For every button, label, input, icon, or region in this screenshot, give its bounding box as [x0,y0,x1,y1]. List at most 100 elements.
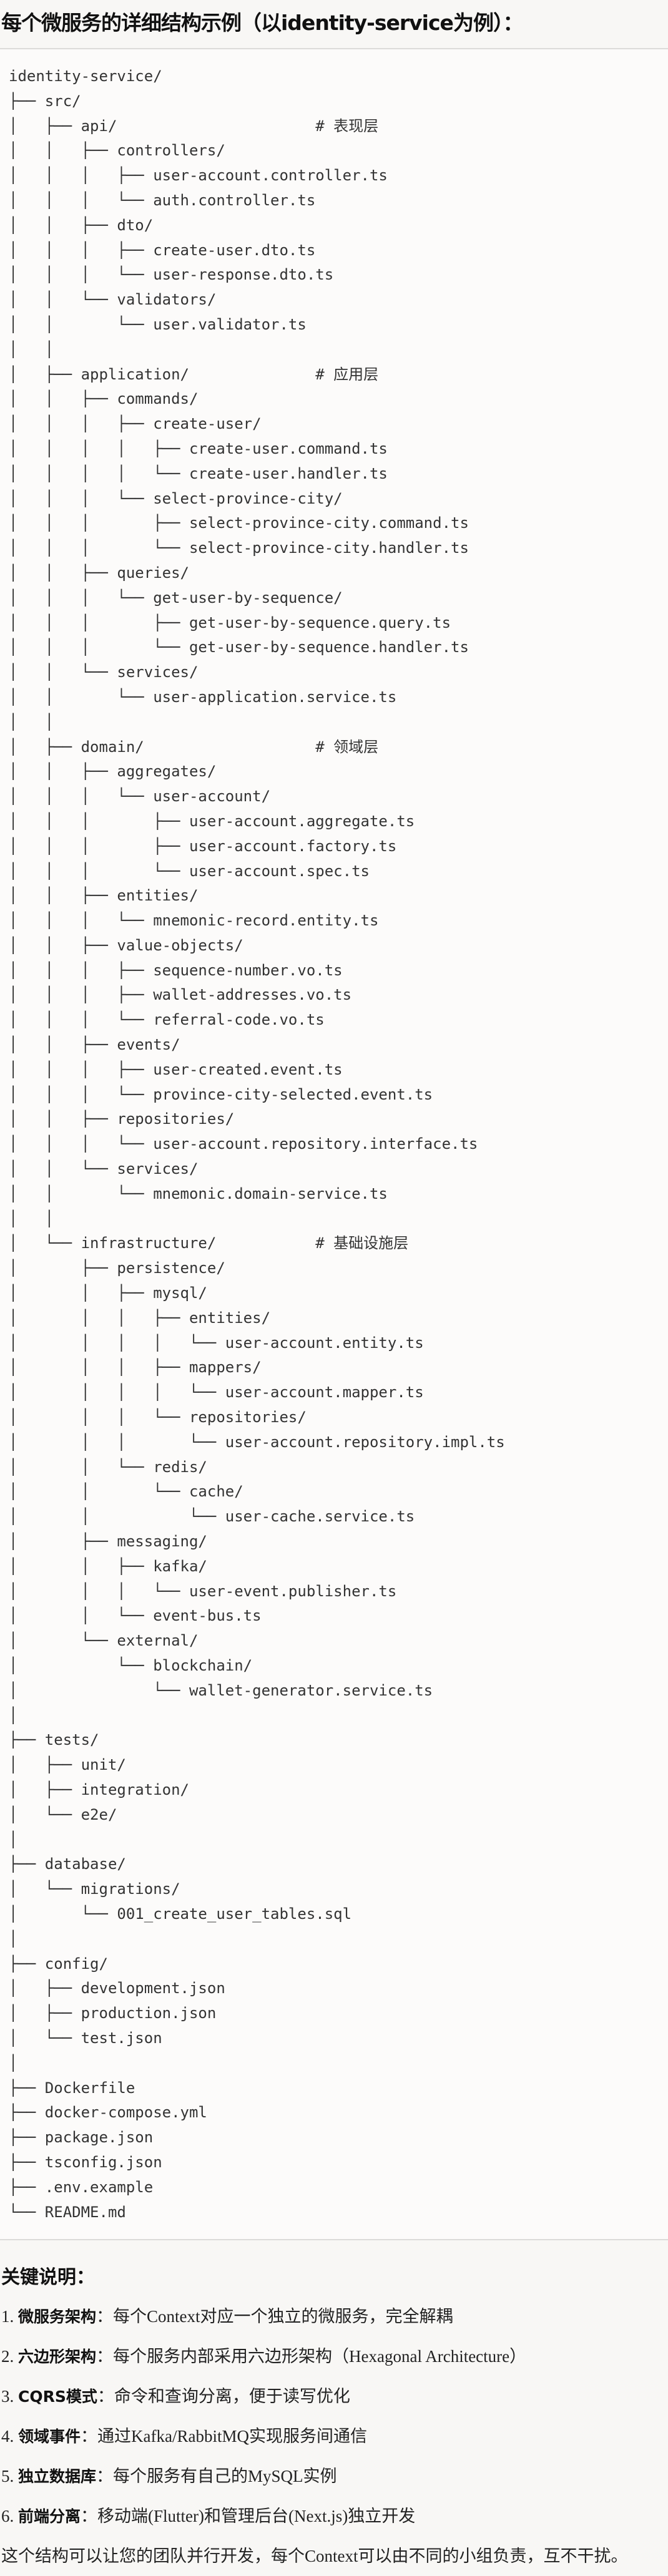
tree-line: │ │ ├── mysql/ [9,1284,207,1302]
tree-line: │ │ │ ├── mappers/ [9,1359,262,1377]
tree-line: │ │ │ ├── sequence-number.vo.ts [9,961,343,979]
tree-line: │ └── blockchain/ [9,1657,253,1674]
tree-line: │ │ │ ├── create-user/ [9,415,262,433]
tree-line: │ │ │ └── repositories/ [9,1408,307,1427]
note-number: 2. [1,2347,18,2366]
tree-line: │ │ │ ├── select-province-city.command.t… [9,514,469,532]
tree-line: │ │ └── mnemonic.domain-service.ts [9,1184,388,1203]
note-number: 5. [1,2467,18,2486]
note-label: 领域事件 [18,2427,81,2446]
tree-line: │ ├── api/ # 表现层 [9,117,379,135]
note-number: 1. [1,2307,18,2326]
tree-line: │ │ ├── queries/ [9,564,189,582]
tree-line: │ │ │ ├── wallet-addresses.vo.ts [9,986,352,1004]
note-item: 3. CQRS模式：命令和查询分离，便于读写优化 [1,2376,668,2416]
tree-line: │ │ │ ├── user-account.aggregate.ts [9,812,415,830]
note-number: 3. [1,2387,18,2406]
tree-line: │ │ │ ├── create-user.dto.ts [9,241,316,259]
note-text: ：通过Kafka/RabbitMQ实现服务间通信 [81,2427,367,2446]
tree-line: │ │ ├── entities/ [9,887,199,905]
tree-line: │ └── e2e/ [9,1805,117,1823]
note-label: 前端分离 [18,2507,81,2525]
note-label: 六边形架构 [18,2348,97,2366]
tree-line: │ └── infrastructure/ # 基础设施层 [9,1234,409,1252]
tree-line: │ │ │ └── select-province-city/ [9,489,343,507]
tree-line: │ │ ├── dto/ [9,216,154,234]
note-number: 6. [1,2507,18,2525]
tree-line: ├── docker-compose.yml [9,2104,207,2122]
page-title: 每个微服务的详细结构示例（以identity-service为例）： [1,11,523,35]
tree-line: │ └── test.json [9,2029,162,2047]
tree-line: │ ├── application/ # 应用层 [9,365,379,383]
note-item: 5. 独立数据库：每个服务有自己的MySQL实例 [1,2456,668,2496]
tree-line: ├── tests/ [9,1731,99,1749]
note-text: ：移动端(Flutter)和管理后台(Next.js)独立开发 [81,2507,416,2525]
tree-line: │ │ └── cache/ [9,1483,243,1501]
tree-line: │ ├── messaging/ [9,1533,207,1551]
tree-line: │ │ [9,340,54,358]
note-item: 1. 微服务架构：每个Context对应一个独立的微服务，完全解耦 [1,2296,668,2336]
tree-line: │ │ ├── commands/ [9,390,199,408]
tree-line: │ │ │ └── get-user-by-sequence.handler.t… [9,638,469,656]
tree-line: │ │ │ └── auth.controller.ts [9,191,316,209]
note-number: 4. [1,2427,18,2446]
tree-line: │ │ ├── kafka/ [9,1557,207,1575]
note-text: ：每个Context对应一个独立的微服务，完全解耦 [96,2307,453,2326]
tree-line: │ │ └── user.validator.ts [9,315,307,333]
tree-line: ├── .env.example [9,2178,154,2196]
tree-line: │ │ │ └── user-response.dto.ts [9,266,334,284]
tree-line: identity-service/ [9,67,162,85]
tree-line: │ │ │ │ └── create-user.handler.ts [9,464,388,482]
tree-line: ├── src/ [9,92,81,110]
tree-line: │ │ ├── value-objects/ [9,936,243,954]
tree-line: │ [9,2054,18,2072]
tree-line: │ │ └── services/ [9,663,199,681]
tree-line: │ ├── development.json [9,1979,225,1998]
tree-line: │ │ ├── controllers/ [9,142,225,160]
note-item: 2. 六边形架构：每个服务内部采用六边形架构（Hexagonal Archite… [1,2336,668,2376]
tree-line: │ │ │ │ ├── create-user.command.ts [9,439,388,457]
tree-line: │ [9,1830,18,1848]
tree-line: │ │ │ ├── get-user-by-sequence.query.ts [9,613,451,632]
tree-line: │ │ └── user-cache.service.ts [9,1508,415,1526]
directory-tree-code-block: identity-service/ ├── src/ │ ├── api/ # 表现… [0,48,668,2240]
tree-line: │ │ └── user-application.service.ts [9,688,397,706]
notes-heading: 关键说明： [1,2266,95,2288]
tree-line: │ │ │ │ └── user-account.mapper.ts [9,1383,424,1402]
tree-line: │ └── migrations/ [9,1880,180,1898]
tree-line: │ │ │ └── select-province-city.handler.t… [9,539,469,557]
tree-line: │ │ │ └── user-account.repository.impl.t… [9,1433,505,1451]
note-text: ：每个服务有自己的MySQL实例 [96,2467,337,2486]
tree-line: │ │ ├── repositories/ [9,1110,235,1128]
tree-line: │ │ │ ├── user-created.event.ts [9,1060,343,1078]
tree-line: │ ├── production.json [9,2004,217,2022]
tree-line: │ │ │ └── user-account.repository.interf… [9,1135,478,1153]
tree-line: │ │ │ │ └── user-account.entity.ts [9,1334,424,1352]
tree-line: │ │ └── event-bus.ts [9,1607,262,1625]
tree-line: │ ├── persistence/ [9,1259,225,1277]
tree-line: │ │ [9,1209,54,1227]
tree-line: │ │ │ └── mnemonic-record.entity.ts [9,912,379,930]
tree-line: │ │ ├── aggregates/ [9,763,217,781]
tree-line: │ │ │ ├── user-account.factory.ts [9,837,397,855]
tree-line: │ └── external/ [9,1632,199,1650]
note-label: 独立数据库 [18,2467,97,2486]
tree-line: │ │ ├── events/ [9,1036,180,1054]
tree-line: ├── database/ [9,1855,126,1873]
tree-line: │ [9,1930,18,1948]
summary-text: 这个结构可以让您的团队并行开发，每个Context可以由不同的小组负责，互不干扰… [1,2547,628,2565]
tree-line: │ │ │ └── referral-code.vo.ts [9,1011,325,1029]
tree-line: ├── config/ [9,1954,108,1973]
tree-line: │ │ └── validators/ [9,291,217,309]
tree-line: │ │ │ └── user-account/ [9,788,271,806]
note-text: ：命令和查询分离，便于读写优化 [97,2387,350,2406]
tree-line: ├── Dockerfile [9,2079,135,2097]
tree-line: │ └── wallet-generator.service.ts [9,1681,433,1699]
tree-line: │ │ │ └── user-account.spec.ts [9,862,370,880]
tree-line: ├── tsconfig.json [9,2153,162,2171]
tree-line: │ │ │ └── province-city-selected.event.t… [9,1085,433,1103]
tree-line: │ ├── unit/ [9,1756,126,1774]
note-label: CQRS模式 [18,2388,97,2406]
